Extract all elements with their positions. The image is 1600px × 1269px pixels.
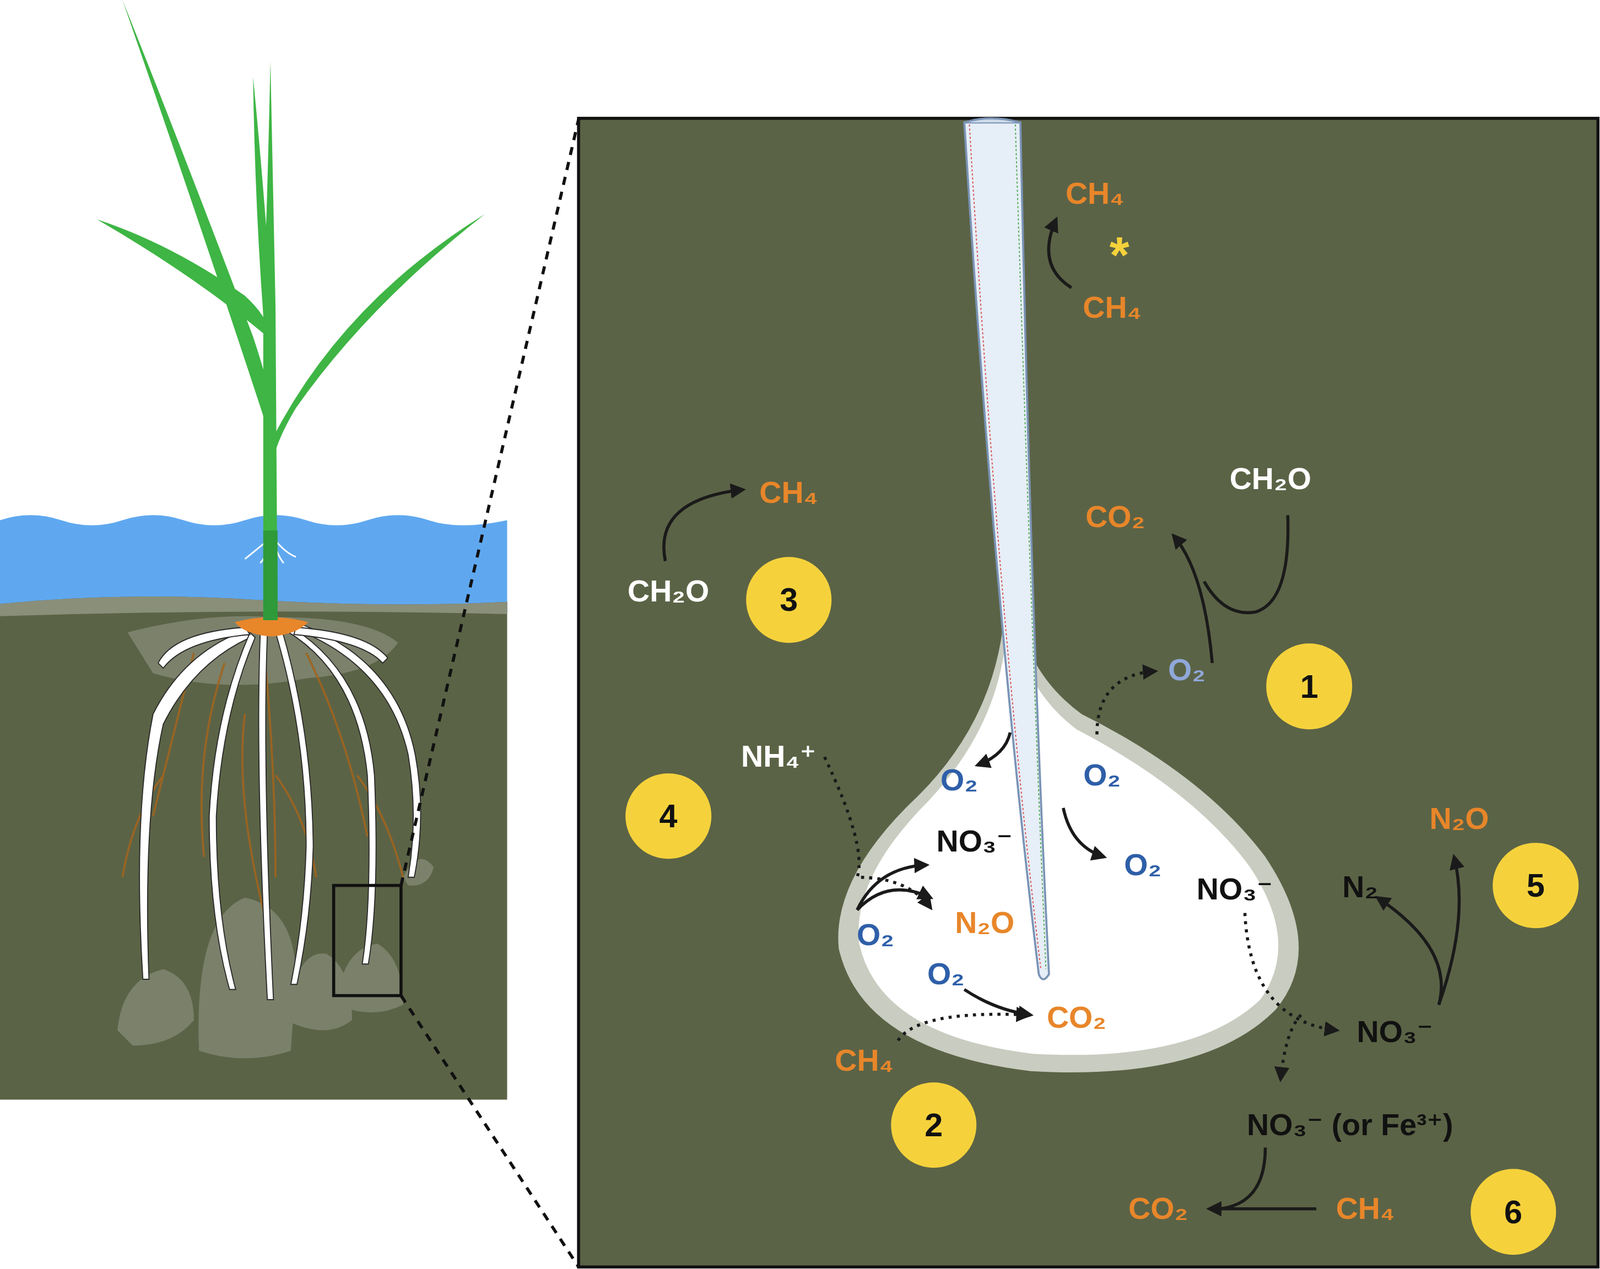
chemical-label: O₂ [856, 920, 895, 952]
chemical-label: CH₄ [834, 1045, 894, 1077]
chemical-label: NH₄⁺ [741, 741, 816, 773]
chemical-label: O₂ [940, 765, 978, 797]
chemical-label: CH₄ [1336, 1193, 1396, 1225]
chemical-label: CH₂O [627, 576, 710, 608]
chemical-label: O₂ [1083, 760, 1121, 792]
callout-number: 3 [746, 557, 832, 643]
chemical-label: O₂ [927, 959, 965, 991]
chemical-label: CH₂O [1229, 464, 1312, 496]
chemical-label: CH₄ [759, 477, 819, 509]
chemical-label: N₂O [954, 907, 1015, 939]
callout-number: 6 [1470, 1169, 1557, 1256]
chemical-label: * [1109, 229, 1130, 281]
chemical-label: CH₄ [1082, 293, 1142, 324]
chemical-label: CH₄ [1065, 178, 1125, 210]
callout-number: 2 [890, 1082, 977, 1169]
chemical-label: CO₂ [1085, 501, 1145, 533]
chemical-label: CO₂ [1128, 1193, 1188, 1225]
chemical-label: NO₃⁻ [936, 826, 1013, 858]
chemical-label: N₂ [1342, 872, 1378, 904]
chemical-label: NO₃⁻ (or Fe³⁺) [1246, 1110, 1453, 1142]
chemical-label: CO₂ [1046, 1003, 1107, 1035]
chemical-label: N₂O [1429, 803, 1489, 835]
chemical-label: O₂ [1123, 850, 1162, 881]
chemical-label: O₂ [1168, 655, 1206, 686]
callout-number: 4 [625, 773, 712, 860]
chemical-label: NO₃⁻ [1196, 874, 1273, 906]
callout-number: 1 [1266, 644, 1353, 731]
callout-number: 5 [1493, 842, 1580, 929]
chemical-label: NO₃⁻ [1357, 1017, 1434, 1048]
